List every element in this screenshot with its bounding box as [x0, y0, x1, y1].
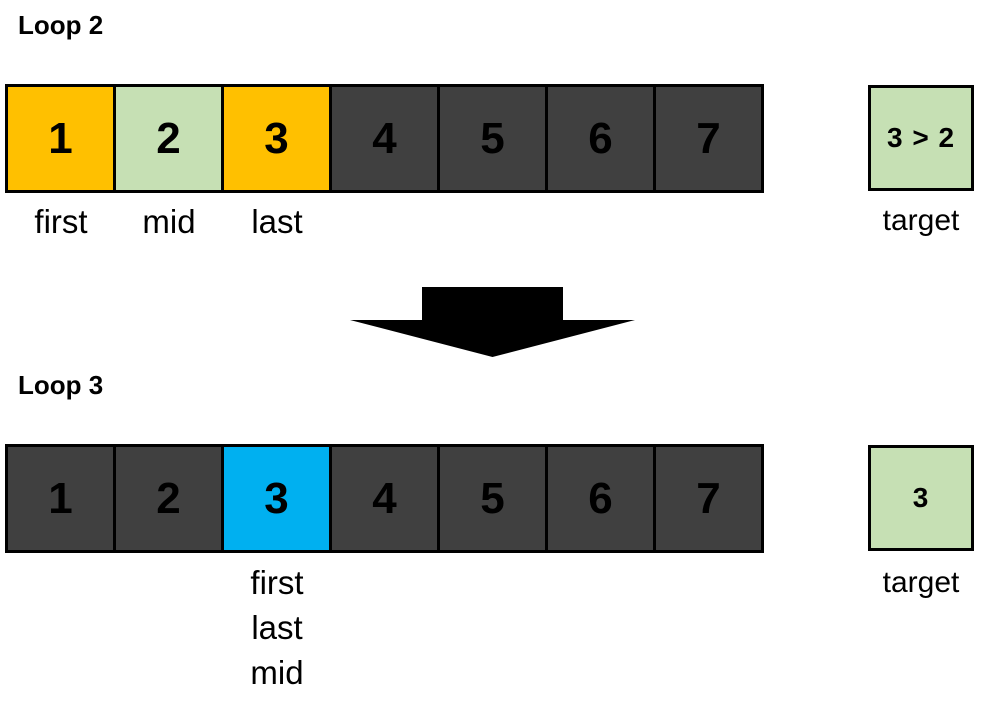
array-cell-2: 2	[116, 87, 224, 190]
loop2-title: Loop 2	[18, 10, 104, 40]
loop3-target-label: target	[882, 566, 960, 599]
pointer-label-last: last	[251, 203, 303, 240]
array-cell-1: 1	[8, 447, 116, 550]
loop3-pointer-stack: first last mid	[250, 560, 303, 695]
array-cell-5: 5	[440, 87, 548, 190]
array-cell-5: 5	[440, 447, 548, 550]
pointer-label-mid: mid	[142, 203, 196, 240]
loop2-target-box: 3 > 2	[868, 85, 974, 191]
down-arrow-icon	[350, 287, 635, 357]
array-cell-4: 4	[332, 447, 440, 550]
array-cell-2: 2	[116, 447, 224, 550]
loop3-target-box: 3	[868, 445, 974, 551]
loop3-array: 1 2 3 4 5 6 7	[5, 444, 764, 553]
pointer-label-mid: mid	[250, 654, 304, 691]
pointer-label-first: first	[250, 564, 304, 601]
array-cell-1: 1	[8, 87, 116, 190]
loop2-target-label: target	[882, 204, 960, 237]
array-cell-3: 3	[224, 447, 332, 550]
pointer-label-first: first	[34, 203, 88, 240]
array-cell-3: 3	[224, 87, 332, 190]
loop3-title: Loop 3	[18, 370, 104, 400]
array-cell-7: 7	[656, 87, 761, 190]
array-cell-7: 7	[656, 447, 761, 550]
array-cell-6: 6	[548, 447, 656, 550]
array-cell-6: 6	[548, 87, 656, 190]
loop2-array: 1 2 3 4 5 6 7	[5, 84, 764, 193]
pointer-label-last: last	[251, 609, 303, 646]
array-cell-4: 4	[332, 87, 440, 190]
